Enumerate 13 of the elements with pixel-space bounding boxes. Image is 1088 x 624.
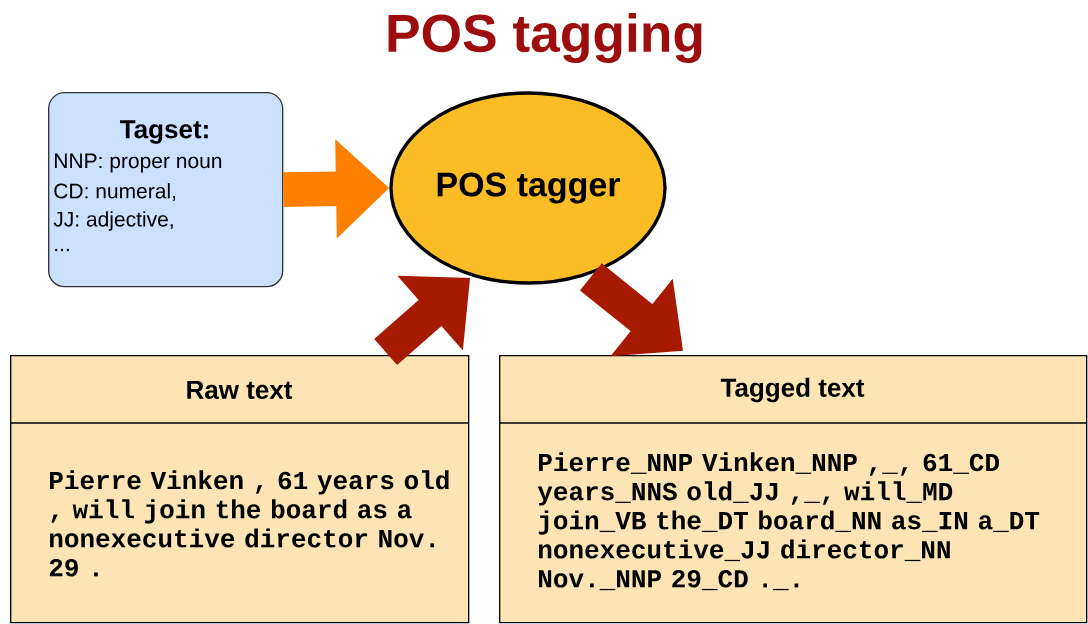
tagset-entry: JJ: adjective, [53, 211, 173, 231]
tagset-card [48, 92, 284, 288]
tagset-entry: NNP: proper noun [55, 153, 222, 173]
text-panel [9, 355, 470, 624]
panel-heading: Tagged text [720, 377, 865, 403]
card-heading: Tagset: [120, 120, 208, 144]
tagset-entry: CD: numeral, [54, 183, 176, 201]
panel-heading: Raw text [187, 380, 293, 400]
sample-text: Pierre Vinken , 61 years old , will join the board as a nonexecutive director Nov. 29 . [49, 470, 449, 577]
title: POS tagging [388, 13, 702, 63]
sample-text: Pierre_NNP Vinken_NNP ,_, 61_CD years_NNS old_JJ ,_, will_MD join_VB the_DT board_NN as_IN a_DT nonexecutive_JJ director_NN Nov._NNP 29_CD ._. [537, 452, 1040, 591]
tagset-entry: ... [55, 248, 69, 252]
text-panel [498, 355, 1088, 624]
